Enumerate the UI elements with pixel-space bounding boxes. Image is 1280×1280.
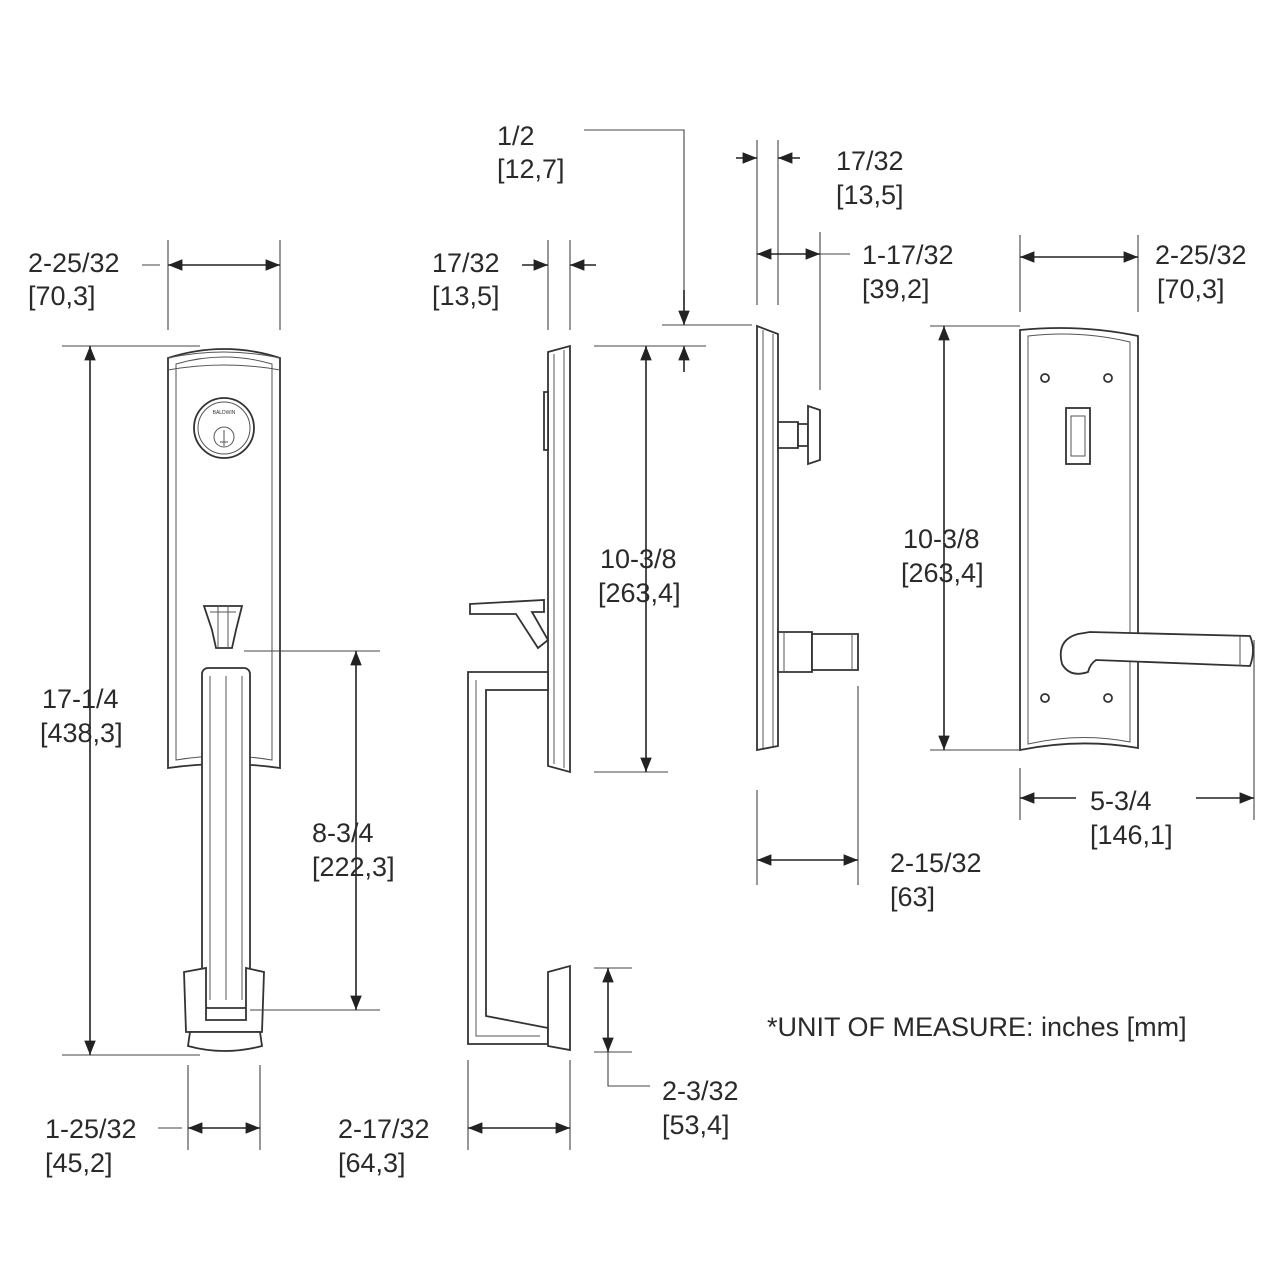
side-view-interior (756, 324, 859, 752)
front-escutcheon: BALDWIN (167, 348, 281, 1052)
dim-rear-height-mm: [263,4] (901, 558, 984, 588)
dim-plate-offset-in: 1/2 (497, 121, 535, 151)
dim-grip-width-mm: [45,2] (45, 1148, 113, 1178)
thumb-piece (202, 605, 244, 649)
dim-turn-projection-mm: [39,2] (862, 274, 930, 304)
dim-plate-offset-mm: [12,7] (497, 154, 565, 184)
dim-base-height-mm: [53,4] (662, 1110, 730, 1140)
dim-rear-width-mm: [70,3] (1157, 274, 1225, 304)
dim-plate-thickness-left-in: 17/32 (432, 248, 500, 278)
rear-dimension-lines (930, 235, 1255, 820)
dim-front-width-in: 2-25/32 (28, 248, 120, 278)
grip-handle (183, 667, 265, 1052)
side-view-exterior (467, 344, 571, 1052)
dim-handle-projection-in: 2-17/32 (338, 1114, 430, 1144)
rear-escutcheon (1019, 327, 1254, 752)
dim-rear-height-in: 10-3/8 (903, 524, 980, 554)
dim-rear-width-in: 2-25/32 (1155, 240, 1247, 270)
dim-plate-height-side-mm: [263,4] (598, 578, 681, 608)
dim-base-height-in: 2-3/32 (662, 1076, 739, 1106)
thumb-turn (1065, 407, 1091, 465)
dim-handle-projection-mm: [64,3] (338, 1148, 406, 1178)
dim-lever-projection-in: 2-15/32 (890, 848, 982, 878)
unit-note: *UNIT OF MEASURE: inches [mm] (767, 1012, 1187, 1042)
dim-lever-projection-mm: [63] (890, 882, 935, 912)
front-dimension-lines (62, 240, 380, 1150)
dim-grip-center-mm: [222,3] (312, 852, 395, 882)
lever-handle (1059, 631, 1254, 675)
side-interior-dimension-lines (736, 140, 859, 885)
dim-plate-height-side-in: 10-3/8 (600, 544, 677, 574)
dim-plate-thickness-left-mm: [13,5] (432, 281, 500, 311)
keyhole-cylinder: BALDWIN (193, 397, 255, 459)
dim-lever-length-in: 5-3/4 (1090, 786, 1152, 816)
dim-turn-projection-in: 1-17/32 (862, 240, 954, 270)
dim-grip-width-in: 1-25/32 (45, 1114, 137, 1144)
dim-lever-length-mm: [146,1] (1090, 820, 1173, 850)
logo: BALDWIN (213, 410, 236, 416)
dim-grip-center-in: 8-3/4 (312, 818, 374, 848)
side-exterior-dimension-lines (467, 129, 752, 1150)
dim-plate-thickness-right-in: 17/32 (836, 146, 904, 176)
dim-front-height-in: 17-1/4 (42, 684, 119, 714)
dim-front-height-mm: [438,3] (40, 718, 123, 748)
dim-plate-thickness-right-mm: [13,5] (836, 180, 904, 210)
dim-front-width-mm: [70,3] (28, 281, 96, 311)
